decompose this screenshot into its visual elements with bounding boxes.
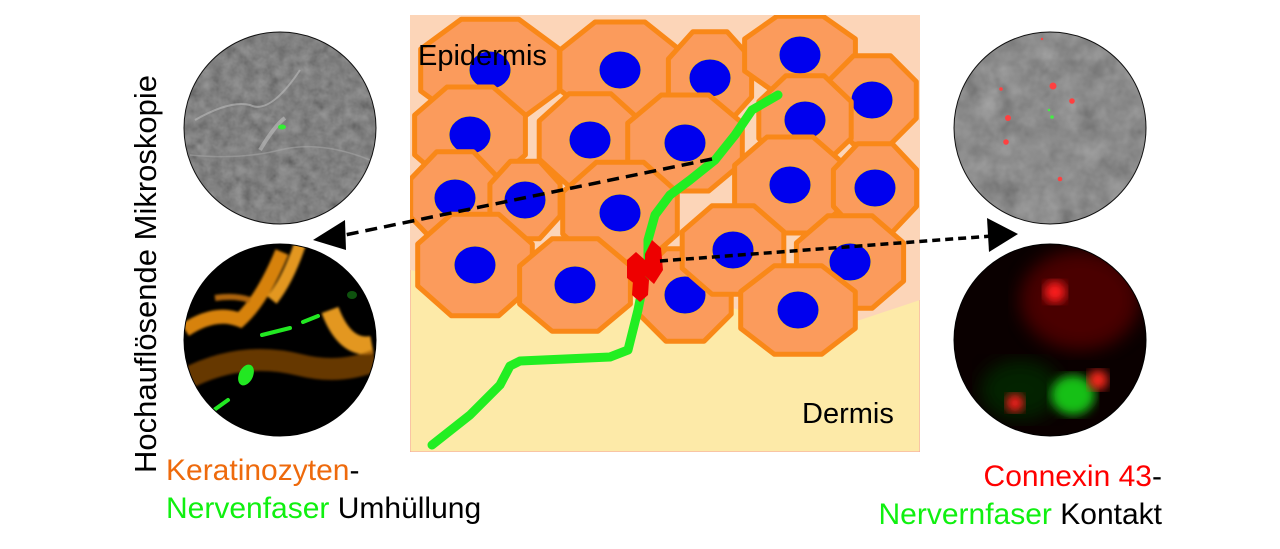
cell-nucleus [503, 180, 547, 220]
microscopy-top-left [184, 32, 376, 224]
cell-nucleus [778, 35, 822, 75]
caption-left-dash: - [349, 454, 360, 487]
keratinocyte-cells [410, 15, 920, 357]
caption-left: Keratinozyten- Nervenfaser Umhüllung [166, 452, 481, 528]
cell-nucleus [598, 50, 642, 90]
cell-nucleus [568, 120, 612, 160]
cell-nucleus [783, 100, 827, 140]
cell-nucleus [453, 245, 497, 285]
caption-right-connexin: Connexin 43 [983, 460, 1152, 493]
connexin-hexagon [632, 272, 649, 302]
caption-left-nervefiber: Nervenfaser [166, 492, 330, 525]
cell-nucleus [433, 178, 477, 218]
cell-nucleus [828, 242, 872, 282]
connexin-hexagon [645, 240, 663, 284]
skin-diagram [410, 15, 920, 452]
cell-nucleus [598, 193, 642, 233]
microscopy-bottom-right [954, 244, 1146, 436]
caption-right-contact: Kontakt [1051, 498, 1162, 531]
arrowhead-left-icon [313, 220, 346, 250]
caption-right-dash: - [1152, 460, 1162, 493]
cell-nucleus [688, 58, 732, 98]
caption-left-keratinocytes: Keratinozyten [166, 454, 350, 487]
caption-left-envelopment: Umhüllung [329, 492, 482, 525]
cell-nucleus [663, 123, 707, 163]
arrow-left [313, 157, 713, 250]
caption-right-nervefiber: Nervernfaser [878, 498, 1052, 531]
cell-nucleus [776, 290, 820, 330]
microscopy-bottom-left [184, 244, 376, 436]
cell-nucleus [853, 168, 897, 208]
caption-right: Connexin 43- Nervernfaser Kontakt [832, 458, 1162, 534]
arrowhead-right-icon [987, 218, 1018, 252]
cell-nucleus [448, 115, 492, 155]
cell-nucleus [768, 165, 812, 205]
microscopy-top-right [954, 32, 1146, 224]
dermis-label: Dermis [802, 398, 894, 430]
cell-nucleus [850, 80, 894, 120]
cell-nucleus [553, 265, 597, 305]
cell-nucleus [711, 230, 755, 270]
arrow-right [659, 218, 1018, 263]
cell-nucleus [663, 275, 707, 315]
vertical-title: Hochauflösende Mikroskopie [128, 74, 163, 474]
epidermis-label: Epidermis [418, 40, 547, 72]
